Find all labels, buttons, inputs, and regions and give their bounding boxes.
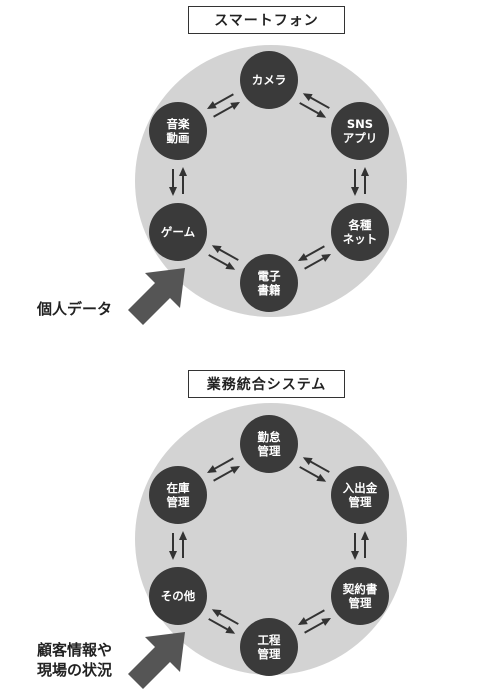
node-sns-app: SNS アプリ [331, 102, 389, 160]
node-label-line: その他 [160, 588, 196, 603]
node-game: ゲーム [149, 203, 207, 261]
node-label-line: 在庫 [166, 480, 190, 495]
node-label-line: 電子 [257, 268, 281, 283]
arrowhead-icon [297, 253, 308, 262]
node-contracts: 契約書 管理 [331, 567, 389, 625]
arrowhead-icon [316, 109, 327, 118]
node-ebook: 電子 書籍 [240, 254, 298, 312]
arrowhead-icon [361, 531, 369, 540]
node-label-line: 入出金 [342, 480, 378, 495]
node-process: 工程 管理 [240, 618, 298, 676]
input-label: 顧客情報や 現場の状況 [37, 641, 112, 680]
arrowhead-icon [179, 531, 187, 540]
node-label-line: カメラ [251, 72, 287, 87]
node-camera: カメラ [240, 51, 298, 109]
node-label-line: 動画 [166, 131, 190, 145]
arrowhead-icon [351, 187, 359, 196]
arrowhead-icon [361, 167, 369, 176]
node-attendance: 勤怠 管理 [240, 415, 298, 473]
node-label-line: 契約書 [342, 581, 378, 596]
arrowhead-icon [225, 261, 236, 270]
arrowhead-icon [211, 609, 222, 618]
arrowhead-icon [302, 93, 313, 102]
arrowhead-icon [230, 101, 241, 110]
arrowhead-icon [206, 465, 217, 474]
arrowhead-icon [211, 245, 222, 254]
input-label-line: 個人データ [37, 300, 113, 318]
node-inventory: 在庫 管理 [149, 466, 207, 524]
node-label-line: 管理 [257, 647, 281, 661]
node-payments: 入出金 管理 [331, 466, 389, 524]
arrowhead-icon [302, 457, 313, 466]
arrowhead-icon [321, 253, 332, 262]
arrowhead-icon [169, 187, 177, 196]
input-label-line: 現場の状況 [37, 660, 113, 679]
node-label-line: アプリ [342, 131, 378, 145]
node-label-line: 管理 [166, 495, 190, 509]
node-label-line: ネット [342, 232, 378, 246]
node-label-line: 書籍 [257, 283, 281, 297]
smartphone-diagram: スマートフォン カメラ SNS アプリ 各種 ネット 電子 書籍 ゲーム 音楽 … [0, 0, 500, 340]
node-music-video: 音楽 動画 [149, 102, 207, 160]
node-other: その他 [149, 567, 207, 625]
input-label: 個人データ [37, 300, 112, 320]
node-label-line: 管理 [348, 495, 372, 509]
arrowhead-icon [230, 465, 241, 474]
node-label-line: 管理 [348, 596, 372, 610]
arrowhead-icon [179, 167, 187, 176]
node-label-line: SNS [346, 116, 374, 131]
node-label-line: ゲーム [160, 224, 196, 239]
business-system-diagram: 業務統合システム 勤怠 管理 入出金 管理 契約書 管理 工程 管理 その他 在… [0, 360, 500, 699]
input-arrow-icon [128, 632, 185, 689]
arrowhead-icon [316, 473, 327, 482]
node-label-line: 各種 [348, 217, 372, 232]
node-label-line: 管理 [257, 444, 281, 458]
diagram-title: 業務統合システム [188, 370, 345, 398]
arrowhead-icon [321, 617, 332, 626]
connection-arrows [169, 93, 369, 270]
node-label-line: 工程 [257, 632, 281, 647]
arrowhead-icon [206, 101, 217, 110]
connection-arrows [169, 457, 369, 634]
node-label-line: 勤怠 [257, 429, 281, 444]
input-label-line: 顧客情報や [37, 641, 113, 659]
node-label-line: 音楽 [166, 116, 190, 131]
arrowhead-icon [297, 617, 308, 626]
diagram-title: スマートフォン [188, 6, 345, 34]
arrowhead-icon [351, 551, 359, 560]
arrowhead-icon [169, 551, 177, 560]
input-arrow-icon [128, 268, 185, 325]
arrowhead-icon [225, 625, 236, 634]
node-network: 各種 ネット [331, 203, 389, 261]
